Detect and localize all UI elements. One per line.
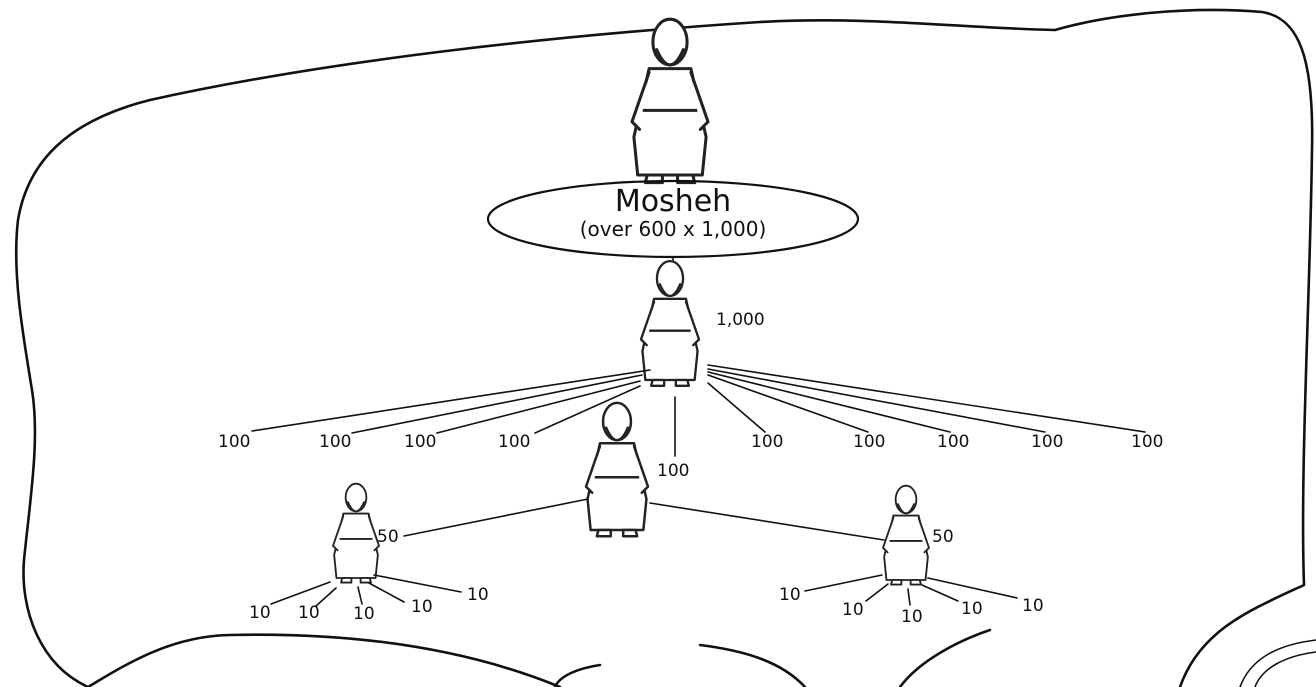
connectors-100 — [252, 365, 1145, 456]
label-10: 10 — [842, 600, 864, 620]
figure-100 — [586, 403, 648, 536]
label-10: 10 — [779, 585, 801, 605]
label-10: 10 — [249, 603, 271, 623]
label-100: 100 — [1131, 432, 1163, 452]
figure-50-left — [333, 484, 379, 583]
label-10: 10 — [901, 607, 923, 627]
mosheh-figure — [632, 19, 708, 182]
label-10: 10 — [411, 597, 433, 617]
label-1000: 1,000 — [716, 310, 765, 330]
label-100: 100 — [853, 432, 885, 452]
label-10: 10 — [961, 599, 983, 619]
label-10: 10 — [1022, 596, 1044, 616]
label-100: 100 — [751, 432, 783, 452]
label-100: 100 — [1031, 432, 1063, 452]
label-50: 50 — [932, 527, 954, 547]
mosheh-title: Mosheh — [615, 184, 731, 219]
label-10: 10 — [353, 604, 375, 624]
label-10: 10 — [467, 585, 489, 605]
label-100: 100 — [937, 432, 969, 452]
mosheh-subtitle: (over 600 x 1,000) — [580, 217, 767, 241]
label-100: 100 — [498, 432, 530, 452]
label-50: 50 — [377, 527, 399, 547]
label-100: 100 — [319, 432, 351, 452]
label-100: 100 — [657, 461, 689, 481]
border-corner-scribble — [1240, 640, 1316, 687]
figure-50-right — [883, 486, 929, 585]
label-100: 100 — [404, 432, 436, 452]
label-10: 10 — [298, 603, 320, 623]
label-100: 100 — [218, 432, 250, 452]
figure-1000 — [641, 261, 699, 386]
